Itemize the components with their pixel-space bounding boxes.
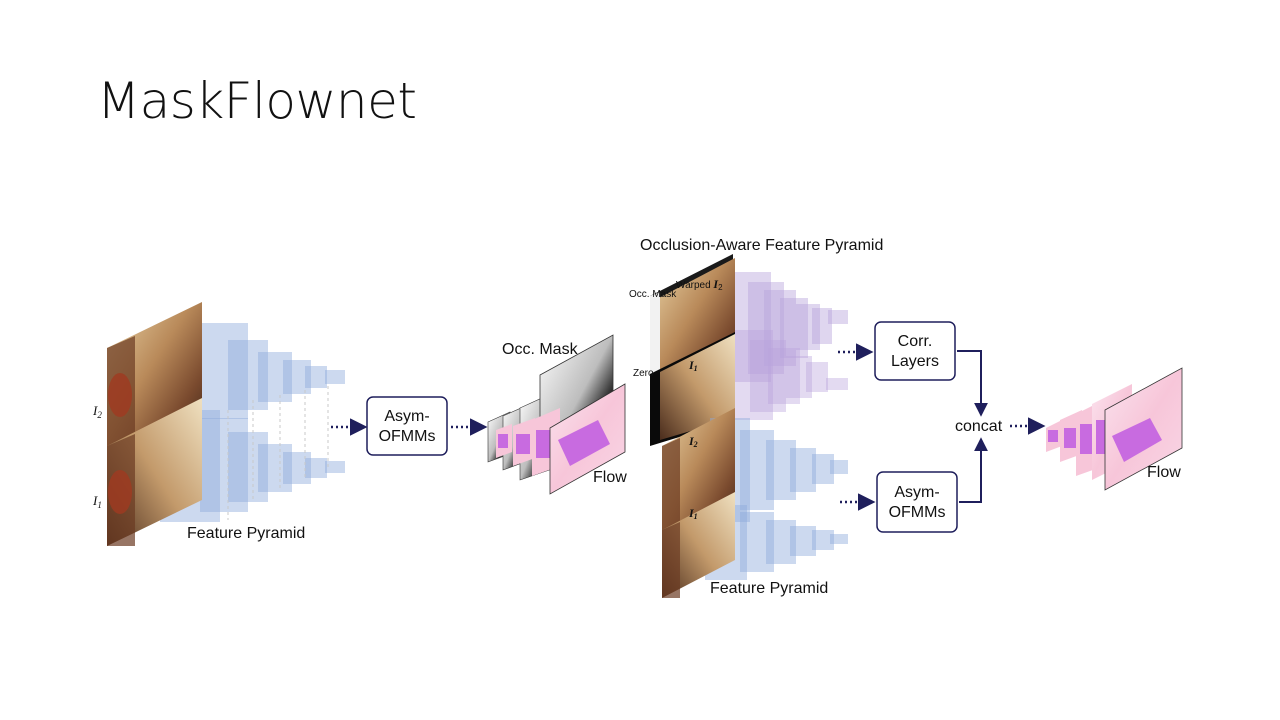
concat-label: concat (955, 418, 1003, 435)
right-bottom-i1-image (662, 492, 735, 598)
right-bottom-i1-label: I1 (688, 506, 698, 521)
occlusion-aware-pyramid-mid (733, 330, 848, 420)
left-feature-pyramid-label: Feature Pyramid (187, 525, 305, 542)
corr-to-concat-connector (957, 350, 988, 417)
final-flow-label: Flow (1147, 464, 1181, 481)
left-flow-label: Flow (593, 469, 627, 486)
right-top-i1-image (650, 332, 735, 446)
left-input-image-i1 (107, 398, 202, 546)
occlusion-aware-pyramid-label: Occlusion-Aware Feature Pyramid (640, 237, 883, 254)
slide-title: MaskFlownet (97, 72, 417, 130)
right-top-i1-label: I1 (688, 358, 698, 373)
corr-layers-line2: Layers (891, 353, 939, 370)
corr-layers-line1: Corr. (898, 333, 933, 350)
left-pyramid-guides (227, 386, 329, 520)
input-i1-label: I1 (92, 493, 102, 510)
left-occ-mask-label: Occ. Mask (502, 341, 579, 358)
left-flow-stack (496, 383, 626, 495)
occlusion-aware-pyramid-top (733, 272, 848, 382)
zero-label: Zero (633, 368, 654, 379)
input-i2-label: I2 (92, 403, 102, 420)
asym-to-concat-connector (959, 437, 988, 503)
right-asym-ofmms-box: Asym- OFMMs (876, 471, 958, 533)
final-flow-stack (1046, 367, 1183, 491)
right-feature-pyramid-label: Feature Pyramid (710, 580, 828, 597)
left-asym-ofmms-line1: Asym- (384, 408, 429, 425)
left-asym-ofmms-box: Asym- OFMMs (366, 396, 448, 456)
right-occ-mask-small-label: Occ. Mask (629, 289, 677, 300)
left-asym-ofmms-line2: OFMMs (379, 428, 436, 445)
left-feature-pyramid-top (200, 323, 345, 419)
warped-i2-label: Warped I2 (676, 277, 723, 292)
right-bottom-i2-label: I2 (688, 434, 698, 449)
corr-layers-box: Corr. Layers (874, 321, 956, 381)
right-asym-ofmms-line2: OFMMs (889, 504, 946, 521)
right-asym-ofmms-line1: Asym- (894, 484, 939, 501)
